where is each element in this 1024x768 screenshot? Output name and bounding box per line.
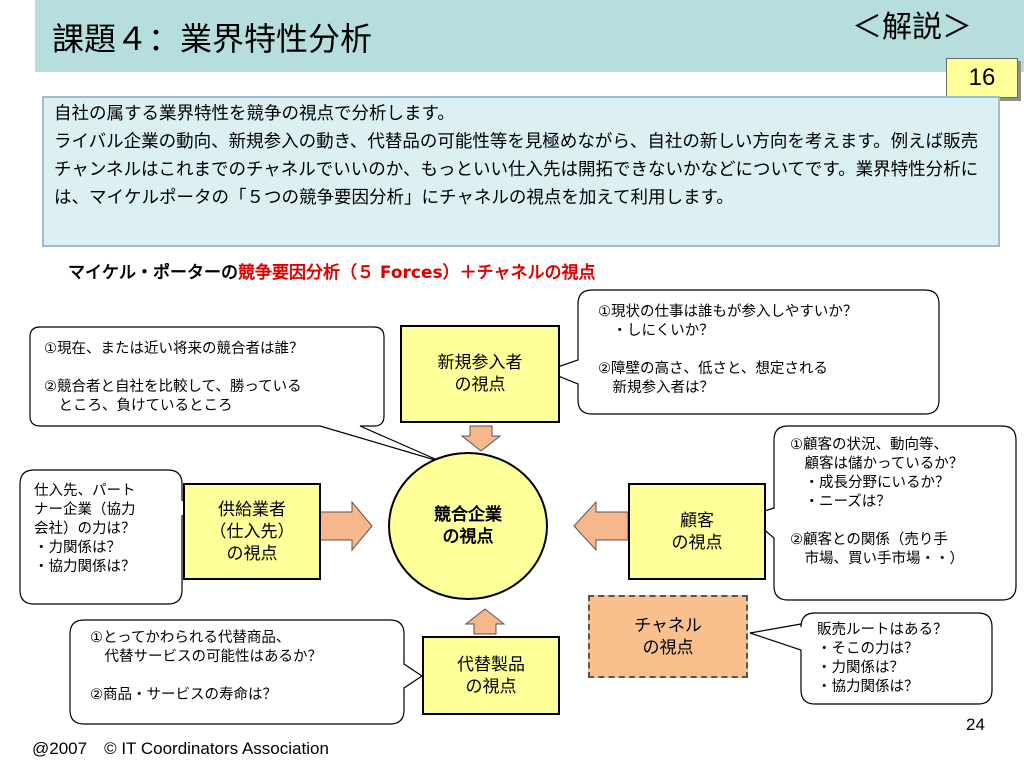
node-label: チャネル [634,615,702,636]
callout-customer-shape [746,425,1017,601]
callout-substitute-text: ①とってかわられる代替商品、 代替サービスの可能性はあるか？ ②商品・サービスの… [90,630,322,703]
node-new-entrants: 新規参入者 の視点 [400,325,560,423]
arrow-down-from-entrants [460,425,502,452]
callout-substitute-shape [69,619,424,725]
arrow-up-from-substitute [464,608,506,635]
page-title: 課題４：業界特性分析 [52,20,373,58]
node-supplier: 供給業者 （仕入先） の視点 [183,483,321,580]
page-number: 24 [966,715,985,734]
arrow-left-from-customer [573,500,629,552]
footer-copyright: @2007 © IT Coordinators Association [32,739,329,758]
node-label: 顧客 [680,510,714,531]
callout-competitors-text: ①現在、または近い将来の競合者は誰？ ②競合者と自社を比較して、勝っている とこ… [44,341,304,414]
diagram-subtitle: マイケル・ポーターの競争要因分析（５ Forces）＋チャネルの視点 [68,258,595,283]
node-label: 新規参入者 [437,353,523,373]
node-label: の視点 [671,532,723,553]
intro-paragraph: 自社の属する業界特性を競争の視点で分析します。 [54,104,455,124]
node-label: 代替製品 [457,654,525,675]
callout-channel-shape [749,612,993,705]
callout-competitors-shape [29,326,443,463]
node-customer: 顧客 の視点 [628,483,766,580]
callout-entrants-shape [544,289,940,415]
header-band [35,0,1024,72]
arrow-right-from-supplier [319,500,373,552]
subtitle-part-porter: マイケル・ポーターの [68,263,238,283]
callout-supplier-text: 仕入先、パート ナー企業（協力 会社）の力は？ ・力関係は？ ・協力関係は？ [34,483,136,575]
node-label: 供給業者 [218,499,286,520]
intro-paragraph: ライバル企業の動向、新規参入の動き、代替品の可能性等を見極めながら、自社の新しい… [54,132,979,208]
node-substitute: 代替製品 の視点 [422,636,560,715]
node-label: の視点 [642,637,694,658]
callout-supplier-shape [19,469,202,605]
node-label: の視点 [454,375,506,395]
callout-entrants-text: ①現状の仕事は誰もが参入しやすいか？ ・しにくいか？ ②障壁の高さ、低さと、想定… [598,304,858,396]
callout-customer-text: ①顧客の状況、動向等、 顧客は儲かっているか？ ・成長分野にいるか？ ・ニーズは… [790,437,964,567]
node-label: （仕入先） [209,521,295,542]
intro-text-box: 自社の属する業界特性を競争の視点で分析します。 ライバル企業の動向、新規参入の動… [42,96,1000,247]
node-label: の視点 [442,527,494,547]
node-channel: チャネル の視点 [588,595,748,678]
explanation-badge: ＜解説＞ [852,10,972,45]
node-label: の視点 [465,676,517,697]
node-label: 競合企業 [434,505,502,525]
node-competitors: 競合企業 の視点 [388,452,548,600]
node-label: の視点 [226,543,278,564]
callout-channel-text: 販売ルートはある？ ・そこの力は？ ・力関係は？ ・協力関係は？ [817,622,948,695]
subtitle-part-forces: 競争要因分析（５ Forces）＋チャネルの視点 [238,263,596,283]
